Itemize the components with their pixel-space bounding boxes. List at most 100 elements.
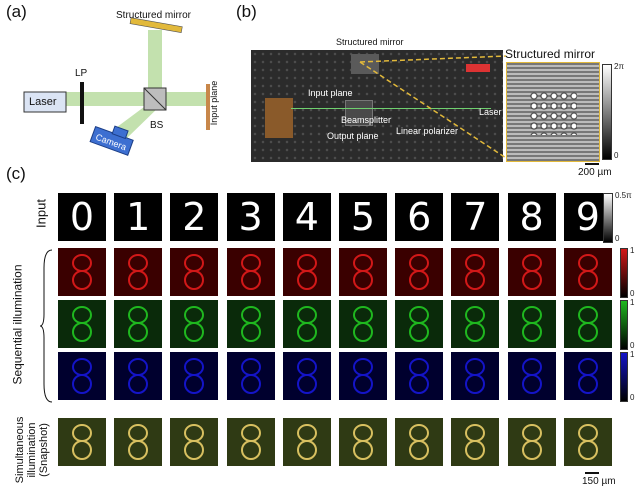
reconstructed-eight bbox=[72, 306, 92, 342]
optical-setup-diagram bbox=[23, 17, 210, 156]
input-thumb-6: 6 bbox=[395, 193, 444, 241]
scalebar-200-line bbox=[585, 163, 599, 165]
blue-thumb-7 bbox=[451, 352, 500, 400]
reconstructed-eight bbox=[409, 306, 430, 342]
input-digit: 3 bbox=[238, 195, 263, 239]
reconstructed-eight bbox=[577, 306, 598, 342]
reconstructed-eight bbox=[409, 358, 430, 394]
green-thumb-1 bbox=[114, 300, 163, 348]
input-plane-mount bbox=[265, 98, 293, 138]
input-thumb-1: 1 bbox=[114, 193, 163, 241]
input-thumb-4: 4 bbox=[282, 193, 331, 241]
laser-box bbox=[23, 91, 67, 113]
snapshot-thumb-8 bbox=[507, 418, 556, 466]
reconstructed-eight bbox=[353, 254, 373, 290]
snapshot-thumb-7 bbox=[451, 418, 500, 466]
green-colorbar-bottom: 0 bbox=[630, 341, 635, 350]
structured-mirror-shape bbox=[129, 17, 183, 34]
reconstructed-eight bbox=[240, 254, 261, 290]
blue-thumb-5 bbox=[339, 352, 387, 400]
inset-title: Structured mirror bbox=[505, 47, 596, 61]
reconstructed-eight bbox=[521, 254, 542, 290]
input-colorbar bbox=[603, 193, 613, 243]
green-thumb-0 bbox=[58, 300, 106, 348]
panel-label-c: (c) bbox=[6, 164, 26, 183]
mirror-mount bbox=[351, 54, 379, 74]
row-label-simultaneous: Simultaneous illumination (Snapshot) bbox=[14, 416, 50, 484]
sequential-brace bbox=[40, 249, 53, 403]
red-thumb-6 bbox=[395, 248, 444, 296]
red-thumb-3 bbox=[226, 248, 275, 296]
blue-thumb-0 bbox=[58, 352, 106, 400]
row-label-sequential: Sequential illumination bbox=[10, 264, 25, 385]
red-thumb-0 bbox=[58, 248, 106, 296]
input-plane-label: Input plane bbox=[209, 80, 219, 126]
reconstructed-eight bbox=[353, 306, 373, 342]
blue-thumb-9 bbox=[563, 352, 612, 400]
snapshot-thumb-5 bbox=[339, 418, 387, 466]
input-digit: 5 bbox=[350, 195, 376, 239]
input-digit: 1 bbox=[126, 195, 151, 239]
reconstructed-eight bbox=[240, 306, 261, 342]
photo-beamsplitter-label: Beamsplitter bbox=[341, 115, 392, 125]
red-thumb-5 bbox=[339, 248, 387, 296]
green-thumb-2 bbox=[170, 300, 219, 348]
photo-input-plane-label: Input plane bbox=[308, 88, 353, 98]
reconstructed-eight bbox=[577, 358, 598, 394]
blue-colorbar bbox=[620, 352, 628, 402]
reconstructed-eight bbox=[577, 254, 598, 290]
reconstructed-eight bbox=[184, 306, 205, 342]
red-component bbox=[466, 64, 490, 72]
reconstructed-eight bbox=[465, 424, 486, 460]
reconstructed-eight bbox=[521, 306, 542, 342]
reconstructed-eight bbox=[240, 424, 261, 460]
red-thumb-4 bbox=[282, 248, 331, 296]
setup-photo bbox=[251, 50, 503, 162]
input-thumb-3: 3 bbox=[226, 193, 275, 241]
structured-mirror-label: Structured mirror bbox=[116, 10, 192, 21]
red-thumb-9 bbox=[563, 248, 612, 296]
green-thumb-7 bbox=[451, 300, 500, 348]
input-thumb-5: 5 bbox=[339, 193, 387, 241]
reconstructed-eight bbox=[296, 424, 317, 460]
input-digit: 6 bbox=[407, 195, 432, 239]
green-thumb-6 bbox=[395, 300, 444, 348]
red-thumb-1 bbox=[114, 248, 163, 296]
photo-structured-mirror-label: Structured mirror bbox=[336, 37, 404, 47]
red-thumb-2 bbox=[170, 248, 219, 296]
reconstructed-eight bbox=[296, 306, 317, 342]
blue-thumb-4 bbox=[282, 352, 331, 400]
input-thumb-7: 7 bbox=[451, 193, 500, 241]
reconstructed-eight bbox=[184, 358, 205, 394]
reconstructed-eight bbox=[128, 254, 149, 290]
reconstructed-eight bbox=[72, 424, 92, 460]
row-label-input: Input bbox=[33, 199, 49, 228]
reconstructed-eight bbox=[577, 424, 598, 460]
scalebar-200-label: 200 µm bbox=[578, 167, 612, 178]
reconstructed-eight bbox=[465, 254, 486, 290]
reconstructed-eight bbox=[296, 358, 317, 394]
scalebar-150-label: 150 µm bbox=[582, 476, 616, 487]
beam-horizontal bbox=[58, 92, 208, 106]
input-colorbar-top: 0.5π bbox=[615, 191, 632, 200]
input-digit: 4 bbox=[294, 195, 319, 239]
laser-beam-line bbox=[291, 108, 491, 109]
reconstructed-eight bbox=[72, 254, 92, 290]
linear-polarizer-shape bbox=[80, 82, 84, 124]
snapshot-thumb-2 bbox=[170, 418, 219, 466]
reconstructed-eight bbox=[72, 358, 92, 394]
reconstructed-eight bbox=[353, 424, 373, 460]
blue-thumb-8 bbox=[507, 352, 556, 400]
green-colorbar-top: 1 bbox=[630, 298, 635, 307]
blue-colorbar-bottom: 0 bbox=[630, 393, 635, 402]
blue-thumb-2 bbox=[170, 352, 219, 400]
green-thumb-9 bbox=[563, 300, 612, 348]
beam-vertical bbox=[148, 30, 162, 106]
reconstructed-eight bbox=[353, 358, 373, 394]
green-colorbar bbox=[620, 300, 628, 350]
reconstructed-eight bbox=[521, 358, 542, 394]
mirror-phase-map bbox=[506, 62, 600, 162]
input-thumb-2: 2 bbox=[170, 193, 219, 241]
photo-output-plane-label: Output plane bbox=[327, 131, 379, 141]
reconstructed-eight bbox=[128, 358, 149, 394]
